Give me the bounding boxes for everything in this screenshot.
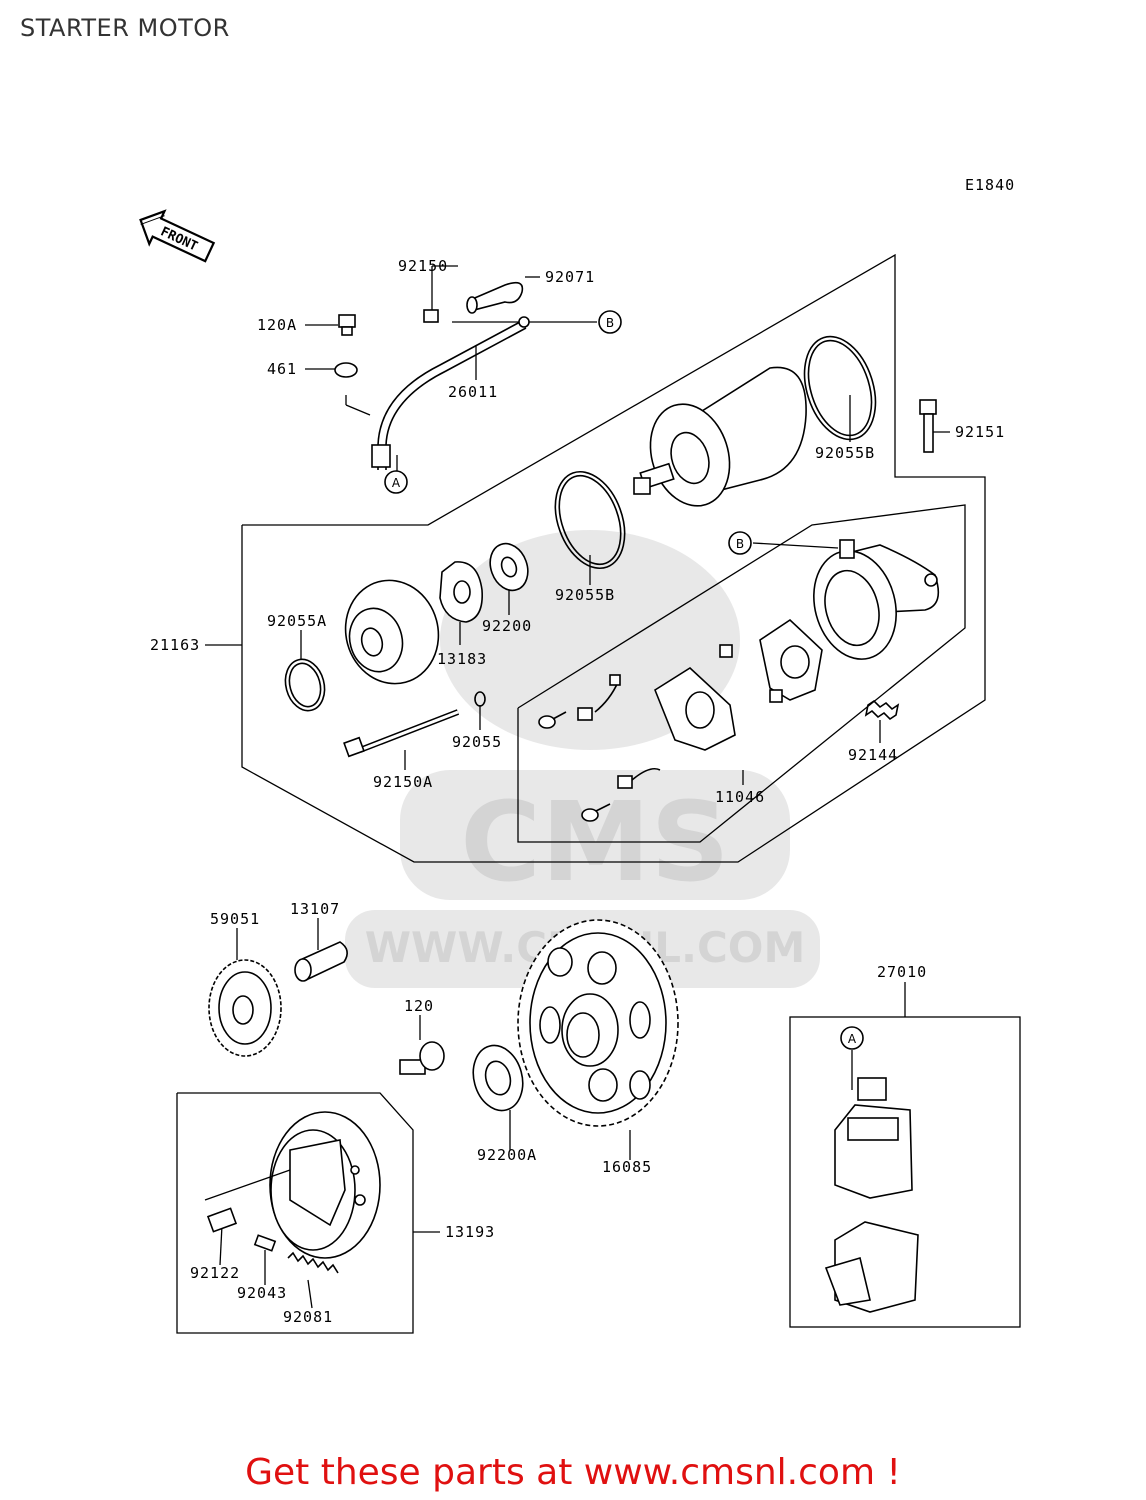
pin-92043 — [253, 1234, 277, 1252]
assembly-outline-13193 — [176, 1092, 414, 1334]
part-label-13183: 13183 — [437, 650, 487, 668]
part-label-13107: 13107 — [290, 900, 340, 918]
o-ring-92055b-mid — [554, 470, 626, 570]
sprocket-16085 — [517, 919, 679, 1127]
part-label-21163: 21163 — [150, 636, 200, 654]
front-end-cover — [344, 579, 440, 685]
part-label-120: 120 — [404, 997, 434, 1015]
part-label-461: 461 — [267, 360, 297, 378]
part-label-26011: 26011 — [448, 383, 498, 401]
part-label-92151: 92151 — [955, 423, 1005, 441]
rear-end-cover — [813, 539, 940, 660]
part-label-92200: 92200 — [482, 617, 532, 635]
part-label-92122: 92122 — [190, 1264, 240, 1282]
part-label-16085: 16085 — [602, 1158, 652, 1176]
part-label-11046: 11046 — [715, 788, 765, 806]
svg-text:B: B — [606, 316, 614, 330]
assembly-outline-11046 — [517, 504, 966, 843]
svg-text:A: A — [848, 1032, 857, 1046]
callout-b-mid: B — [728, 531, 752, 555]
washer-461 — [334, 362, 358, 378]
bolt-92150a — [343, 709, 460, 758]
spring-92144 — [864, 699, 900, 721]
assembly-outline-21163 — [241, 253, 986, 863]
plate-13183 — [439, 561, 483, 623]
brush-plate-11046 — [538, 618, 823, 822]
terminal-cap-92071 — [466, 281, 524, 314]
bolt-120 — [399, 1041, 445, 1075]
o-ring-92055a — [284, 658, 326, 712]
callout-b-top: B — [598, 310, 622, 334]
part-label-92150: 92150 — [398, 257, 448, 275]
part-label-59051: 59051 — [210, 910, 260, 928]
starter-relay-27010 — [824, 1077, 919, 1313]
leader-lines — [205, 265, 950, 1309]
part-label-92081: 92081 — [283, 1308, 333, 1326]
part-labels: 92150 92071 120A 461 26011 92055B 92151 … — [150, 257, 1005, 1326]
diagram-code: E1840 — [965, 176, 1015, 194]
starter-cable-26011 — [371, 316, 530, 470]
watermark-logo-badge — [400, 770, 790, 900]
spring-92081 — [287, 1251, 339, 1274]
o-ring-92055 — [474, 691, 486, 707]
part-label-13193: 13193 — [445, 1223, 495, 1241]
part-label-27010: 27010 — [877, 963, 927, 981]
assembly-outline-27010 — [789, 1016, 1021, 1328]
gear-59051 — [208, 959, 282, 1057]
part-label-92200a: 92200A — [477, 1146, 537, 1164]
exploded-parts-diagram: CMS WWW.CMSNL.COM E1840 FRONT — [139, 176, 1021, 1334]
page-title: STARTER MOTOR — [20, 14, 230, 42]
callout-a-top: A — [384, 470, 408, 494]
part-label-92150a: 92150A — [373, 773, 433, 791]
svg-text:A: A — [392, 476, 401, 490]
bolt-92151 — [919, 399, 937, 453]
part-label-92055a: 92055A — [267, 612, 327, 630]
part-label-92043: 92043 — [237, 1284, 287, 1302]
part-label-92071: 92071 — [545, 268, 595, 286]
roller-92122 — [206, 1207, 238, 1233]
callout-a-relay: A — [840, 1026, 864, 1050]
bolt-120a — [338, 314, 356, 336]
shaft-13107 — [294, 941, 348, 982]
part-label-92055b-top: 92055B — [815, 444, 875, 462]
motor-yoke — [633, 366, 807, 507]
svg-text:B: B — [736, 537, 744, 551]
starter-clutch-13193 — [204, 1111, 381, 1259]
front-arrow-icon: FRONT — [139, 209, 216, 263]
part-label-120a: 120A — [257, 316, 297, 334]
part-label-92144: 92144 — [848, 746, 898, 764]
part-label-92055b-mid: 92055B — [555, 586, 615, 604]
o-ring-92055b-top — [803, 335, 877, 441]
part-label-92055: 92055 — [452, 733, 502, 751]
promo-link[interactable]: Get these parts at www.cmsnl.com ! — [245, 1452, 901, 1493]
nut-92150 — [423, 309, 439, 323]
